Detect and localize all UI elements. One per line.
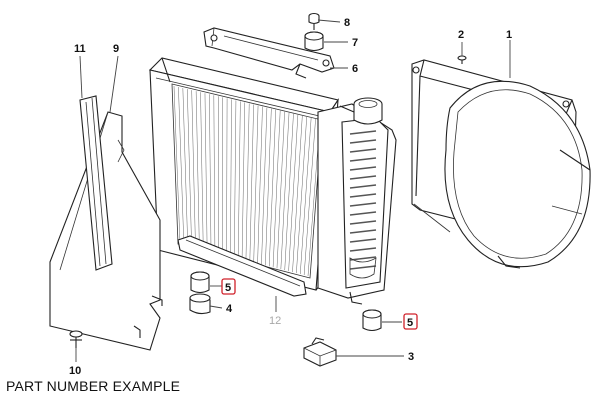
callout-1: 1: [506, 29, 512, 41]
radiator-fin: [200, 92, 204, 250]
radiator-fin: [204, 93, 208, 251]
tank-rib: [349, 184, 377, 189]
tank-rib: [349, 148, 377, 153]
radiator-fin: [268, 109, 277, 267]
radiator-fin: [213, 95, 216, 253]
tank-rib: [349, 265, 377, 270]
callout-12: 12: [269, 315, 281, 327]
radiator-fin: [191, 90, 196, 248]
caption: PART NUMBER EXAMPLE: [6, 378, 181, 394]
leader-lines: [75, 19, 511, 362]
callout-2: 2: [458, 29, 464, 41]
highlight-box-5-right: [403, 313, 418, 330]
tank-rib: [349, 220, 377, 225]
radiator-fin: [249, 104, 254, 262]
callout-5-right: 5: [407, 317, 413, 329]
radiator-fin: [230, 99, 232, 257]
radiator-side-tank: [317, 97, 397, 305]
callout-7: 7: [352, 37, 358, 49]
radiator-fin: [261, 107, 268, 265]
radiator-fin: [257, 106, 263, 264]
radiator-fin: [245, 103, 250, 261]
radiator-fin: [182, 88, 189, 246]
callout-4: 4: [226, 303, 233, 315]
radiator-fin: [209, 94, 212, 252]
radiator-fin: [195, 91, 200, 249]
radiator-fin: [253, 105, 259, 263]
radiator-fin: [284, 113, 294, 271]
radiator-fin: [217, 96, 220, 254]
radiator-fin: [241, 102, 246, 260]
tank-rib: [349, 202, 377, 207]
clip-part-10: [69, 330, 83, 348]
screw-part-2: [457, 55, 467, 64]
radiator-fin: [288, 114, 299, 272]
screw-part-8: [308, 12, 320, 30]
radiator-fin: [296, 116, 307, 274]
radiator-fin: [226, 98, 228, 256]
callout-11: 11: [74, 43, 86, 55]
bottom-air-guide: [177, 235, 307, 297]
tank-rib: [349, 139, 377, 144]
radiator-fin: [299, 117, 312, 275]
callout-6: 6: [352, 63, 358, 75]
radiator-fin: [234, 100, 237, 258]
radiator-fin: [173, 85, 181, 245]
radiator-fin: [280, 112, 290, 270]
callout-8: 8: [344, 17, 350, 29]
callout-labels: 8 7 6 2 1 11 9 5 4 12 5 3 10: [69, 17, 512, 377]
highlight-box-5-left: [221, 278, 236, 295]
radiator-fin: [178, 87, 185, 245]
radiator-core: [148, 57, 339, 291]
tank-rib: [349, 175, 377, 180]
radiator-fin: [292, 115, 303, 273]
tank-rib: [349, 193, 377, 198]
tank-rib: [349, 211, 377, 216]
tank-rib: [349, 229, 377, 234]
radiator-fin: [272, 110, 281, 268]
tank-rib: [349, 157, 377, 162]
radiator-fin: [187, 89, 192, 247]
tank-rib: [349, 247, 377, 252]
tank-rib: [349, 166, 377, 171]
callout-3: 3: [408, 351, 414, 363]
tank-rib: [349, 130, 377, 135]
callout-9: 9: [113, 43, 119, 55]
tank-rib: [349, 256, 377, 261]
tank-rib: [349, 238, 377, 243]
lower-bracket-part-3: [303, 337, 337, 367]
rubber-mount-part-7: [304, 31, 324, 52]
seal-strip: [79, 95, 113, 271]
callout-10: 10: [69, 365, 81, 377]
rubber-mount-part-5-left: [190, 271, 210, 294]
rubber-mount-part-5-right: [362, 309, 382, 332]
radiator-fin: [265, 108, 272, 266]
radiator-fin: [237, 101, 241, 259]
top-mounting-bracket: [203, 27, 335, 79]
fan-shroud: [411, 59, 591, 269]
callout-5-left: 5: [225, 282, 231, 294]
radiator-fin: [303, 118, 316, 276]
radiator-fin: [276, 111, 285, 269]
bushing-part-4: [189, 293, 211, 315]
